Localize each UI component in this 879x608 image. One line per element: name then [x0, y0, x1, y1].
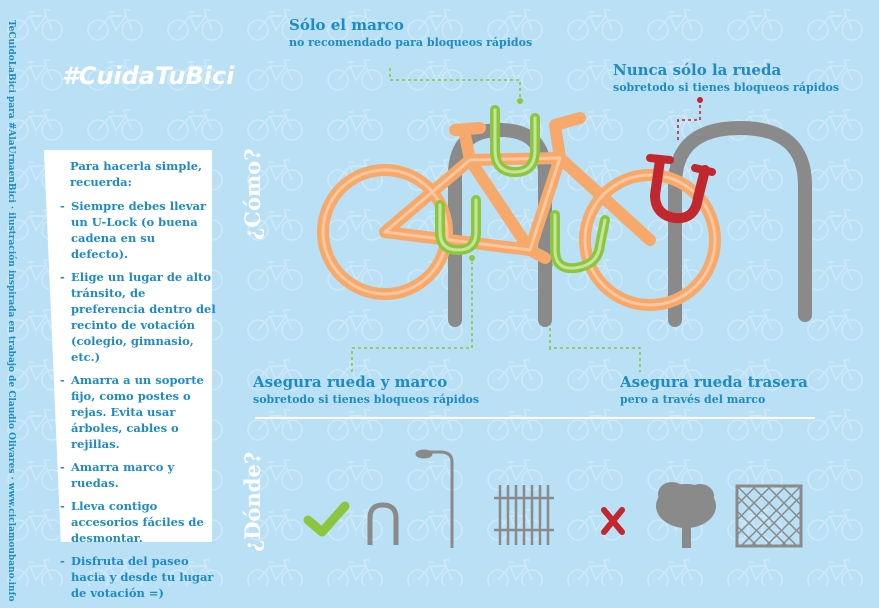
callout-title: Asegura rueda y marco — [253, 373, 448, 391]
x-icon — [601, 507, 625, 535]
check-icon — [303, 501, 350, 537]
callout-wheel-and-frame: Asegura rueda y marco sobretodo si tiene… — [253, 372, 479, 407]
leader-lines — [351, 68, 641, 372]
tip-item: Lleva contigo accesorios fáciles de desm… — [60, 498, 216, 546]
callout-title: Sólo el marco — [289, 16, 404, 34]
u-lock-red — [649, 155, 710, 224]
tips-list: Siempre debes llevar un U-Lock (o buena … — [60, 198, 216, 608]
grate-icon — [735, 484, 803, 548]
section-divider — [255, 417, 815, 419]
tip-item: Amarra a un soporte fijo, como postes o … — [60, 372, 216, 452]
callout-rear-wheel: Asegura rueda trasera pero a través del … — [620, 372, 808, 407]
callout-subtitle: sobretodo si tienes bloqueos rápidos — [253, 393, 480, 406]
callout-title: Nunca sólo la rueda — [613, 61, 782, 79]
bike-lock-illustration — [303, 68, 812, 548]
tips-intro: Para hacerla simple, recuerda: — [70, 159, 203, 189]
tree-icon — [656, 482, 716, 548]
u-rack-icon — [367, 502, 399, 545]
callout-subtitle: no recomendado para bloqueos rápidos — [289, 36, 533, 49]
fence-icon — [494, 485, 554, 545]
callout-title: Asegura rueda trasera — [620, 373, 808, 391]
callout-frame-only: Sólo el marco no recomendado para bloque… — [289, 15, 532, 50]
street-lamp-icon — [415, 449, 454, 548]
callout-subtitle: pero a través del marco — [620, 393, 766, 406]
tip-item: Amarra marco y ruedas. — [60, 459, 216, 491]
callout-subtitle: sobretodo si tienes bloqueos rápidos — [613, 81, 840, 94]
tip-item: Siempre debes llevar un U-Lock (o buena … — [60, 198, 216, 262]
hashtag-title: #CuidaTuBici — [62, 62, 235, 90]
callout-wheel-only: Nunca sólo la rueda sobretodo si tienes … — [613, 60, 839, 95]
tip-item: Elige un lugar de alto tránsito, de pref… — [60, 269, 216, 365]
